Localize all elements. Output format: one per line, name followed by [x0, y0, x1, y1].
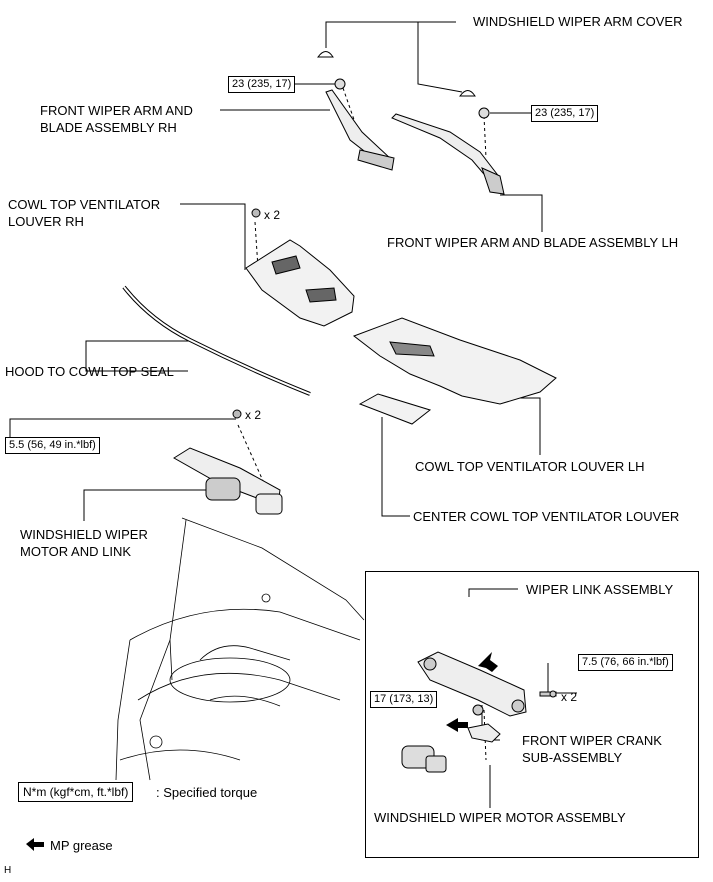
cowl-louver-rh-icon — [245, 239, 355, 327]
label-motor-assembly: WINDSHIELD WIPER MOTOR ASSEMBLY — [374, 810, 626, 825]
label-crank-1: FRONT WIPER CRANK — [522, 733, 662, 748]
label-motor-link-1: WINDSHIELD WIPER — [20, 527, 148, 542]
leader-hood-seal — [85, 340, 190, 372]
detail-inset — [365, 571, 699, 858]
arm-cover-lh-icon — [459, 90, 476, 97]
torque-motor-link: 5.5 (56, 49 in.*lbf) — [5, 437, 100, 454]
label-crank-2: SUB-ASSEMBLY — [522, 750, 623, 765]
bolt-link-icon — [539, 690, 557, 698]
leader-louver-lh — [500, 397, 541, 455]
qty-motor-bolt: x 2 — [245, 408, 262, 422]
leader-louver-rh — [180, 203, 246, 270]
torque-arm-lh: 23 (235, 17) — [531, 105, 599, 122]
nut-lh-icon — [478, 107, 490, 119]
motor-assembly-icon — [401, 745, 447, 773]
qty-link-bolt: x 2 — [561, 690, 578, 704]
wiper-link-assembly-icon — [417, 651, 527, 717]
legend-grease-text: MP grease — [50, 838, 113, 853]
leader-arm-cover-left — [325, 21, 418, 48]
motor-link-icon — [173, 447, 283, 515]
leader-arm-lh — [500, 194, 543, 232]
label-arm-lh: FRONT WIPER ARM AND BLADE ASSEMBLY LH — [387, 235, 679, 250]
leader-torque-motor — [9, 418, 236, 437]
bolt-motor-icon — [232, 409, 242, 419]
label-louver-rh-1: COWL TOP VENTILATOR — [8, 197, 161, 212]
label-arm-cover: WINDSHIELD WIPER ARM COVER — [473, 14, 683, 29]
label-arm-rh-1: FRONT WIPER ARM AND — [40, 103, 193, 118]
leader-link-assembly — [468, 588, 518, 597]
wiper-arm-lh-icon — [391, 113, 505, 195]
label-arm-rh-2: BLADE ASSEMBLY RH — [40, 120, 177, 135]
legend-torque-text: : Specified torque — [156, 785, 258, 800]
wiper-arm-rh-icon — [325, 89, 395, 171]
leader-center-louver — [381, 417, 410, 517]
label-louver-lh: COWL TOP VENTILATOR LOUVER LH — [415, 459, 645, 474]
leader-arm-cover — [417, 21, 463, 93]
torque-arm-rh: 23 (235, 17) — [228, 76, 296, 93]
label-hood-seal: HOOD TO COWL TOP SEAL — [5, 364, 174, 379]
grease-legend-arrow-icon — [26, 838, 44, 851]
car-outline-icon — [115, 517, 365, 781]
qty-louver-clip: x 2 — [264, 208, 281, 222]
grease-arrow-icon — [478, 652, 498, 672]
crank-icon — [467, 723, 501, 743]
torque-link-bolt: 7.5 (76, 66 in.*lbf) — [578, 654, 673, 671]
nut-rh-icon — [334, 78, 346, 90]
label-motor-link-2: MOTOR AND LINK — [20, 544, 132, 559]
grease-arrow-crank-icon — [446, 718, 468, 732]
arm-cover-rh-icon — [317, 51, 334, 58]
leader-motor-link — [83, 489, 210, 521]
nut-crank-icon — [472, 704, 484, 716]
clip-louver-icon — [251, 208, 261, 218]
figure-code: H — [4, 865, 12, 876]
label-center-louver: CENTER COWL TOP VENTILATOR LOUVER — [413, 509, 680, 524]
legend-torque-unit: N*m (kgf*cm, ft.*lbf) — [18, 782, 134, 802]
torque-crank-nut: 17 (173, 13) — [370, 691, 438, 708]
center-louver-icon — [358, 393, 432, 425]
label-louver-rh-2: LOUVER RH — [8, 214, 84, 229]
label-link-assembly: WIPER LINK ASSEMBLY — [526, 582, 674, 597]
cowl-louver-lh-icon — [352, 317, 557, 405]
